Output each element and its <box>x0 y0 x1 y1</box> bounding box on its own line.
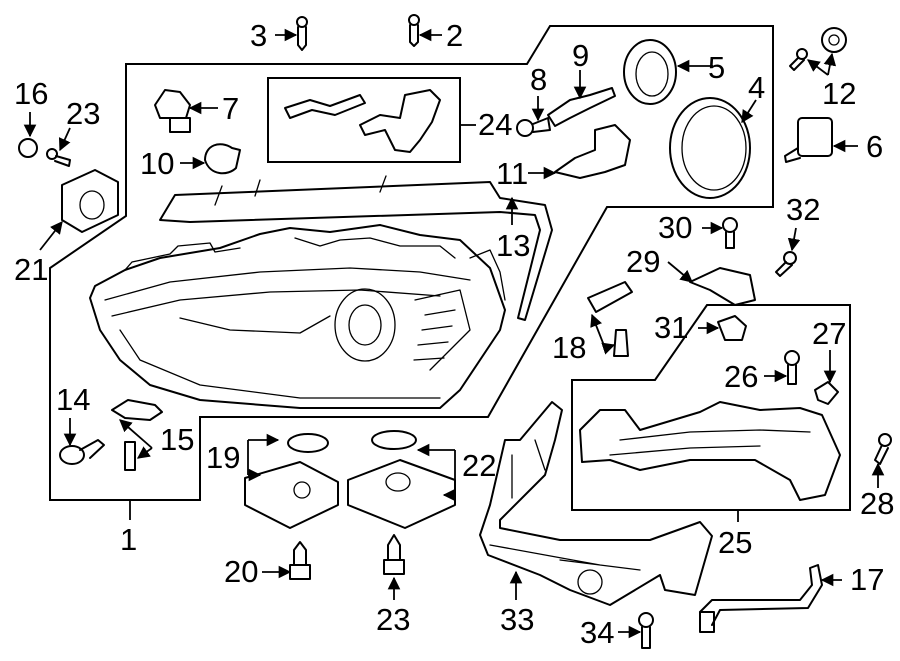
screw-26 <box>784 350 800 385</box>
callout-26: 26 <box>724 359 758 394</box>
callout-15: 15 <box>160 422 194 457</box>
callout-28: 28 <box>860 486 894 521</box>
callout-12: 12 <box>822 76 856 111</box>
callout-34: 34 <box>580 615 614 650</box>
screw-28 <box>874 433 892 465</box>
gasket-22 <box>371 430 417 450</box>
callout-14: 14 <box>56 382 90 417</box>
callout-33: 33 <box>500 602 534 637</box>
box-24-outline <box>267 77 461 163</box>
callout-30: 30 <box>658 210 692 245</box>
carrier-25 <box>579 401 841 501</box>
callout-4: 4 <box>748 70 765 105</box>
harness-17 <box>699 564 823 633</box>
callout-27: 27 <box>812 316 846 351</box>
callout-11: 11 <box>496 156 528 191</box>
headlamp-housing <box>89 224 506 409</box>
bracket-29 <box>689 267 756 306</box>
ballast-22 <box>347 459 456 529</box>
clip-10 <box>204 143 241 175</box>
xenon-bulb-11 <box>554 124 631 179</box>
bulb-7 <box>154 89 191 133</box>
gasket-strip-13 <box>159 175 553 321</box>
callout-23-top: 23 <box>66 96 100 131</box>
callout-17: 17 <box>850 562 884 597</box>
callout-13: 13 <box>496 228 530 263</box>
callout-labels: 1 2 3 4 5 6 7 8 9 10 11 12 13 14 15 16 1… <box>14 18 894 650</box>
callout-19: 19 <box>206 440 240 475</box>
retaining-ring-5 <box>623 39 677 105</box>
callout-6: 6 <box>866 129 883 164</box>
callout-1: 1 <box>120 522 137 557</box>
callout-3: 3 <box>250 18 267 53</box>
headlamp-assembly-group-outline <box>49 25 774 501</box>
screw-23-top <box>46 148 71 167</box>
bolt-23-bottom <box>383 534 405 575</box>
screw-30 <box>722 217 738 249</box>
screw-12 <box>789 48 808 71</box>
callout-20: 20 <box>224 554 258 589</box>
bulb-6 <box>784 117 833 163</box>
clip-31 <box>717 315 747 341</box>
sensor-14 <box>59 439 105 465</box>
callout-9: 9 <box>572 38 589 73</box>
igniter-9 <box>547 87 616 127</box>
callout-2: 2 <box>446 18 463 53</box>
callout-24: 24 <box>478 107 512 142</box>
callout-16: 16 <box>14 76 48 111</box>
callout-21: 21 <box>14 252 48 287</box>
brackets-24 <box>284 89 441 153</box>
screw-2 <box>408 14 420 47</box>
leader-arrows <box>23 28 885 639</box>
callout-29: 29 <box>626 244 660 279</box>
gasket-19 <box>287 433 329 453</box>
callout-8: 8 <box>530 62 547 97</box>
screw-3 <box>296 16 308 51</box>
clip-27 <box>814 381 839 405</box>
box-25-outline <box>571 304 851 511</box>
mounting-bracket-33 <box>479 401 713 606</box>
nut-16 <box>18 138 38 158</box>
callout-23-bottom: 23 <box>376 602 410 637</box>
bolt-34 <box>638 612 654 649</box>
screw-32 <box>775 251 797 277</box>
callout-22: 22 <box>462 448 496 483</box>
ballast-19 <box>244 461 339 529</box>
control-module-21 <box>61 169 119 233</box>
callout-18: 18 <box>552 330 586 365</box>
sensor-15 <box>111 399 163 471</box>
actuator-18 <box>587 281 633 357</box>
callout-25: 25 <box>718 525 752 560</box>
callout-5: 5 <box>708 50 725 85</box>
callout-32: 32 <box>786 192 820 227</box>
nut-12 <box>821 27 847 53</box>
socket-8 <box>516 117 551 137</box>
bolt-20 <box>289 541 311 580</box>
callout-31: 31 <box>654 310 688 345</box>
callout-7: 7 <box>222 91 239 126</box>
cap-4 <box>669 97 751 199</box>
callout-10: 10 <box>140 146 174 181</box>
